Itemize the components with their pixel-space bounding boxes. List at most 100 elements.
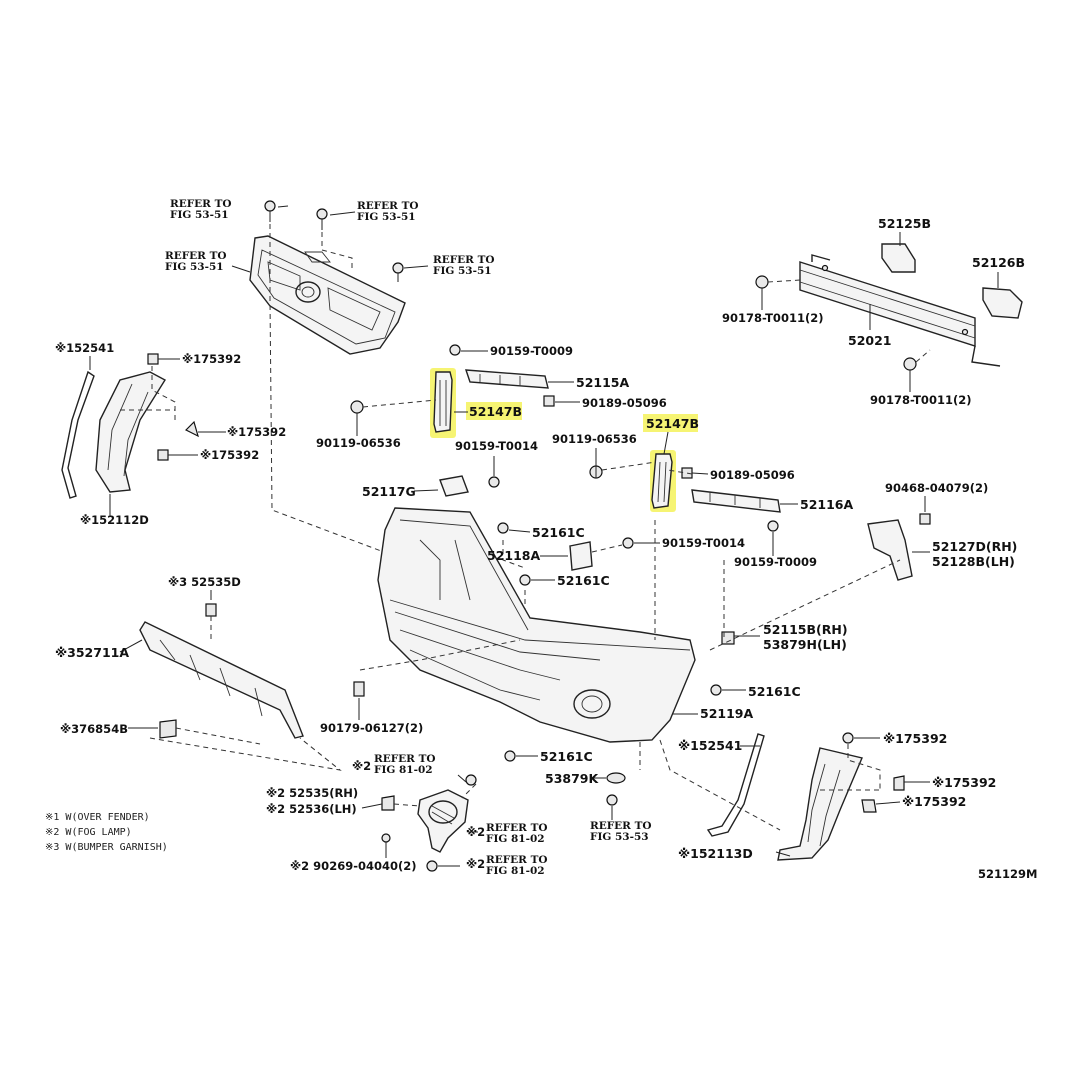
label-152112D: ※152112D [80,513,149,527]
label-52116A: 52116A [800,497,853,512]
clip-52161C-a [497,522,509,534]
label-175392-c: ※175392 [200,448,259,462]
label-mark2-a: ※2 [352,759,371,773]
right-over-fender [777,747,863,861]
clip-175392-c [157,449,169,461]
label-52147B-right: 52147B [646,416,699,431]
fog-lamp-cover [417,789,469,853]
label-90119-right: 90119-06536 [552,432,637,446]
clip-175392-a [147,353,159,365]
bracket-52147B-left [433,371,453,433]
label-90179: 90179-06127(2) [320,721,423,735]
clip-53879K [606,772,626,784]
label-90119-left: 90119-06536 [316,436,401,450]
clip-175392-e [893,775,905,791]
legend-item-3: ※3 W(BUMPER GARNISH) [45,842,168,853]
label-90159-T0014-mid: 90159-T0014 [662,536,745,550]
label-52115B: 52115B(RH) [763,622,848,637]
clip-90179 [353,681,365,697]
label-52161C-a: 52161C [532,525,585,540]
label-52125B: 52125B [878,216,931,231]
radiator-grille [249,235,406,355]
label-52161C-b: 52161C [557,573,610,588]
screw-90269 [381,833,391,843]
label-52126B: 52126B [972,255,1025,270]
label-mark2-c: ※2 [466,857,485,871]
label-52115A: 52115A [576,375,629,390]
label-52127D: 52127D(RH) [932,539,1017,554]
label-52535: ※2 52535(RH) [266,786,358,800]
screw-90159-T0014-mid [622,537,634,549]
diagram-id: 521129M [978,867,1037,881]
bracket-52147B-right [651,453,673,509]
label-175392-e: ※175392 [932,775,996,790]
beam-bracket-52125B [881,243,916,273]
clip-90468 [919,513,931,525]
label-53879H: 53879H(LH) [763,637,847,652]
bolt-90119-left [350,400,364,414]
clip-76854B [159,719,177,739]
screw-90159-T0009-top [449,344,461,356]
label-52536: ※2 52536(LH) [266,802,357,816]
label-175392-b: ※175392 [227,425,286,439]
screw-fog-bottom [426,860,438,872]
label-90159-T0009-right: 90159-T0009 [734,555,817,569]
nut-90178-top [755,275,769,289]
label-90159-T0009-top: 90159-T0009 [490,344,573,358]
label-175392-f: ※175392 [902,794,966,809]
clip-fog-1 [465,774,477,786]
label-52535D: ※3 52535D [168,575,241,589]
bolt-90189-top [543,395,555,407]
clip-175392-d [842,732,854,744]
label-53879K: 53879K [545,771,599,786]
clip-52535D [205,603,217,617]
label-376854B: ※376854B [60,722,128,736]
label-mark2-b: ※2 [466,825,485,839]
clip-52161C-c [710,684,722,696]
label-352711A: ※352711A [55,645,129,660]
front-bumper-cover [377,507,696,743]
screw-90159-T0014-top [488,476,500,488]
label-52117G: 52117G [362,484,416,499]
legend: ※1 W(OVER FENDER) ※2 W(FOG LAMP) ※3 W(BU… [45,812,168,853]
clip-fog-2 [381,795,395,811]
label-52147B-left: 52147B [469,404,522,419]
bumper-garnish [139,621,304,739]
right-fender-molding [706,733,765,837]
label-90189-top: 90189-05096 [582,396,667,410]
label-52161C-d: 52161C [540,749,593,764]
label-90269: ※2 90269-04040(2) [290,859,417,873]
label-52119A: 52119A [700,706,753,721]
retainer-52115B [721,631,735,645]
label-52118A: 52118A [487,548,540,563]
bracket-52118A [569,541,593,571]
label-90189-right: 90189-05096 [710,468,795,482]
screw-53879K [606,794,618,806]
bracket-52127D [867,519,913,581]
label-152541-right: ※152541 [678,738,742,753]
bumper-reinforcement [799,254,1001,367]
nut-90178-bottom [903,357,917,371]
label-52128B: 52128B(LH) [932,554,1015,569]
label-52021: 52021 [848,333,892,348]
grille-clip-2 [316,208,328,230]
label-90178-top: 90178-T0011(2) [722,311,823,325]
label-90178-bottom: 90178-T0011(2) [870,393,971,407]
clip-175392-b [184,420,199,438]
beam-bracket-52126B [982,287,1023,319]
label-175392-d: ※175392 [883,731,947,746]
label-152113D: ※152113D [678,846,753,861]
retainer-52116A [691,489,781,513]
left-fender-molding [61,370,95,499]
grille-clip-3 [392,262,404,282]
bracket-52117G [439,475,469,497]
left-over-fender [95,371,166,493]
label-90468: 90468-04079(2) [885,481,988,495]
